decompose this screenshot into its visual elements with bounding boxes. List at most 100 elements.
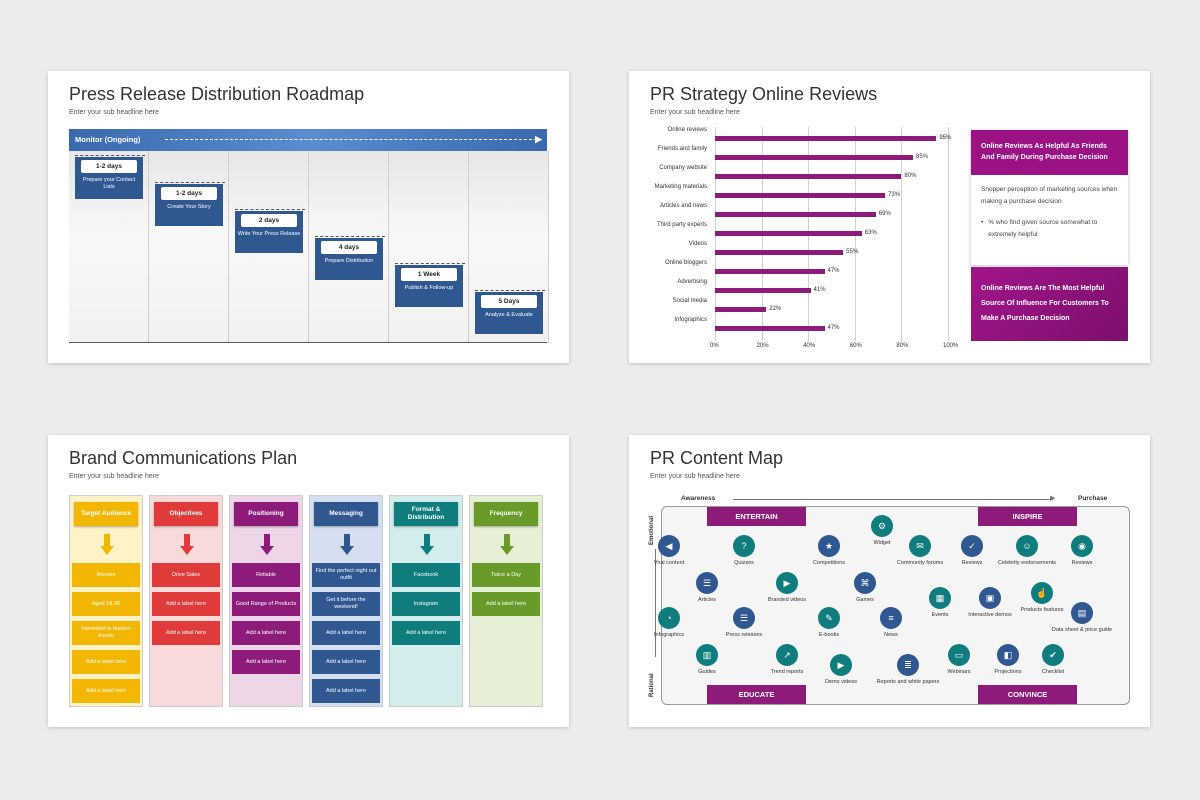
content-map-node: ⌘Games <box>830 572 900 604</box>
content-map-node: ◉Reviews <box>1047 535 1117 567</box>
grid-line <box>948 127 949 341</box>
awareness-purchase-arrow <box>733 499 1053 500</box>
ebook-icon: ✎ <box>818 607 840 629</box>
node-label: Reviews <box>961 560 983 566</box>
content-map-node: ◀Viral content <box>634 535 704 567</box>
node-label: Press releases <box>725 632 763 638</box>
node-label: Infographics <box>654 632 684 638</box>
content-map-node: ?Quizzes <box>709 535 779 567</box>
quadrant-educate: EDUCATE <box>707 685 806 704</box>
plan-cell: Add a label here <box>72 679 140 703</box>
column-header: Positioning <box>234 502 298 526</box>
step-dashed-connector <box>235 209 305 210</box>
x-tick-label: 60% <box>849 343 862 349</box>
bar-value-label: 47% <box>827 324 840 331</box>
rational-label: Rational <box>649 673 655 697</box>
slide-roadmap[interactable]: Press Release Distribution Roadmap Enter… <box>48 71 569 363</box>
plan-cell: Add a label here <box>472 592 540 616</box>
bar <box>715 193 886 199</box>
emotional-rational-arrow <box>655 549 656 657</box>
node-label: Trend reports <box>770 669 804 675</box>
content-map-node: ▭Webinars <box>924 644 994 676</box>
slide-communications-plan[interactable]: Brand Communications Plan Enter your sub… <box>48 435 569 727</box>
step-duration: 4 days <box>321 241 377 254</box>
step-label: Publish & Follow-up <box>404 285 454 291</box>
plan-cell: Twice a Day <box>472 563 540 587</box>
bar-value-label: 69% <box>878 211 891 218</box>
content-map-node: ✎E-books <box>794 607 864 639</box>
bar-value-label: 73% <box>888 192 901 199</box>
chat-icon: ✉ <box>909 535 931 557</box>
slide-content-map[interactable]: PR Content Map Enter your sub headline h… <box>629 435 1150 727</box>
column-header: Frequency <box>474 502 538 526</box>
step-dashed-connector <box>315 236 385 237</box>
step-dashed-connector <box>155 182 225 183</box>
category-label: Infographics <box>674 316 707 323</box>
content-map-node: ↗Trend reports <box>752 644 822 676</box>
content-map-node: ▶Demo videos <box>806 654 876 686</box>
bar <box>715 287 811 293</box>
content-map-node: ≣Reports and white papers <box>873 654 943 686</box>
plan-cell: Add a label here <box>232 621 300 645</box>
gamepad-icon: ⌘ <box>854 572 876 594</box>
x-tick-label: 80% <box>896 343 909 349</box>
info-card-friends-family: Online Reviews As Helpful As Friends And… <box>971 130 1128 265</box>
bar-value-label: 22% <box>769 305 782 312</box>
plan-cell: Find the perfect night out outfit <box>312 563 380 587</box>
thumbs-up-icon: ☝ <box>1031 582 1053 604</box>
bullet-icon: • <box>981 219 984 226</box>
content-map-node: ✔Checklist <box>1018 644 1088 676</box>
projection-icon: ◧ <box>997 644 1019 666</box>
roadmap-column <box>389 151 469 343</box>
node-label: Guides <box>698 669 716 675</box>
webinar-icon: ▭ <box>948 644 970 666</box>
content-map-node: ◧Projections <box>973 644 1043 676</box>
plan-cell: Good Range of Products <box>232 592 300 616</box>
category-label: Marketing materials <box>654 184 707 191</box>
step-duration: 1-2 days <box>161 187 217 200</box>
category-label: Social media <box>672 297 707 304</box>
medal-icon: ★ <box>818 535 840 557</box>
checklist-icon: ✔ <box>1042 644 1064 666</box>
node-label: News <box>884 632 898 638</box>
content-map-node: ☝Products features <box>1007 582 1077 614</box>
quiz-icon: ? <box>733 535 755 557</box>
plan-cell: Instagram <box>392 592 460 616</box>
plan-cell: Interested in fashion trends <box>72 621 140 645</box>
plan-cell: Women <box>72 563 140 587</box>
step-dashed-connector <box>75 155 145 156</box>
plan-cell: Add a label here <box>152 592 220 616</box>
video-icon: ▶ <box>776 572 798 594</box>
content-map-node: ≡ News <box>856 607 926 639</box>
x-tick-label: 40% <box>803 343 816 349</box>
node-label: Articles <box>697 597 717 603</box>
arrow-right-icon: ▶ <box>535 134 542 144</box>
calendar-icon: ▦ <box>929 587 951 609</box>
content-map-node: ▶Branded videos <box>752 572 822 604</box>
category-label: Friends and family <box>657 146 707 153</box>
review-icon: ✓ <box>961 535 983 557</box>
slide-subtitle: Enter your sub headline here <box>650 473 740 480</box>
bar <box>715 212 876 218</box>
plan-cell: Add a label here <box>152 621 220 645</box>
celebrity-icon: ☺ <box>1016 535 1038 557</box>
plan-cell: Get it before the weekend! <box>312 592 380 616</box>
content-map-node: ☰ Press releases <box>709 607 779 639</box>
guide-icon: ▥ <box>696 644 718 666</box>
slide-reviews[interactable]: PR Strategy Online Reviews Enter your su… <box>629 71 1150 363</box>
content-map-node: ▥ Guides <box>672 644 742 676</box>
bar <box>715 136 937 142</box>
news-icon: ≡ <box>880 607 902 629</box>
slide-subtitle: Enter your sub headline here <box>69 109 159 116</box>
category-label: Advertising <box>677 278 707 285</box>
step-label: Create Your Story <box>167 204 211 210</box>
node-label: Competitions <box>812 560 846 566</box>
column-header: Messaging <box>314 502 378 526</box>
plan-cell: Add a label here <box>72 650 140 674</box>
press-icon: ☰ <box>733 607 755 629</box>
node-label: Reports and white papers <box>876 679 940 685</box>
